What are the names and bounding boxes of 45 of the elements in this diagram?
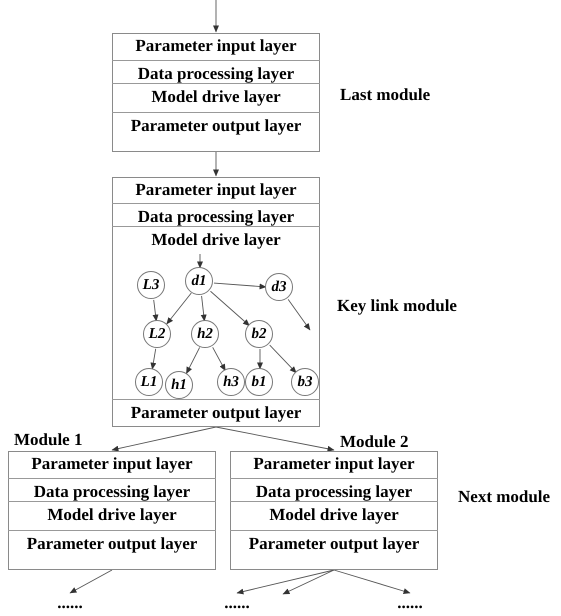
layer-label: Model drive layer	[150, 86, 282, 108]
arrow	[269, 344, 297, 374]
arrow	[213, 152, 219, 176]
layer-label: Parameter output layer	[26, 533, 198, 555]
arrow	[257, 348, 263, 370]
module-heading: Module 2	[340, 431, 408, 453]
module-box	[112, 33, 320, 152]
arrow	[236, 570, 334, 594]
layer-label: Model drive layer	[46, 504, 178, 526]
module-caption: Last module	[340, 84, 430, 106]
arrow	[186, 347, 200, 374]
layer-label: Data processing layer	[136, 63, 296, 85]
module-heading: Module 1	[14, 429, 82, 451]
layer-label: Parameter input layer	[252, 453, 416, 475]
module-box	[112, 177, 320, 427]
ellipsis-text: ......	[56, 594, 84, 612]
arrow	[70, 570, 112, 594]
arrow	[200, 295, 207, 322]
arrow	[282, 570, 334, 594]
layer-label: Parameter input layer	[134, 35, 298, 57]
layer-label: Parameter output layer	[130, 402, 302, 424]
arrow	[197, 254, 203, 268]
ellipsis-text: ......	[396, 594, 424, 612]
layer-label: Parameter output layer	[248, 533, 420, 555]
layer-label: Model drive layer	[268, 504, 400, 526]
arrow	[150, 348, 156, 370]
layer-label: Data processing layer	[32, 481, 192, 503]
arrow	[152, 299, 158, 322]
module-caption: Key link module	[337, 295, 457, 317]
arrow	[216, 426, 334, 452]
layer-label: Parameter input layer	[134, 179, 298, 201]
arrow	[112, 426, 216, 452]
module-caption: Next module	[458, 486, 550, 508]
layer-label: Parameter input layer	[30, 453, 194, 475]
layer-label: Parameter output layer	[130, 115, 302, 137]
arrow	[334, 570, 410, 594]
ellipsis-text: ......	[223, 594, 251, 612]
arrow	[214, 282, 267, 290]
layer-label: Data processing layer	[136, 206, 296, 228]
layer-label: Model drive layer	[150, 229, 282, 251]
arrow	[166, 292, 192, 324]
arrow	[210, 290, 250, 326]
arrow	[288, 298, 310, 330]
arrow	[213, 0, 219, 32]
layer-label: Data processing layer	[254, 481, 414, 503]
